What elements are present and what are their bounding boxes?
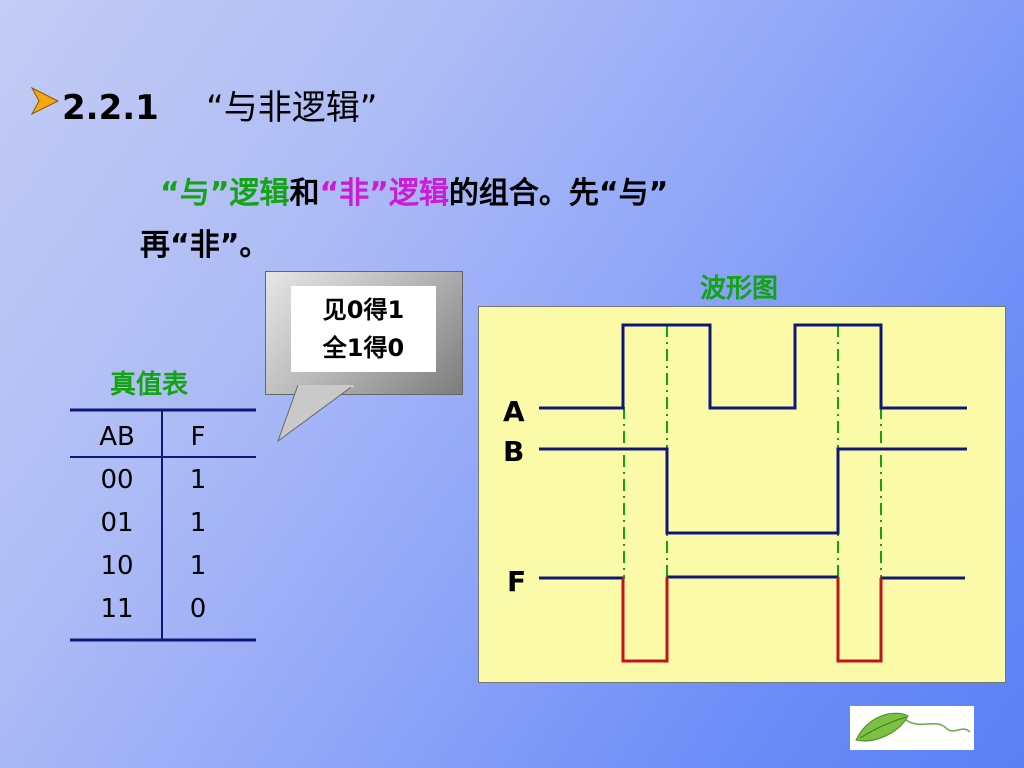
callout-pointer bbox=[276, 385, 355, 443]
row-1-ab: 01 bbox=[100, 508, 133, 538]
waveform-panel: A B F bbox=[478, 306, 1006, 683]
signal-a-waveform bbox=[539, 323, 967, 410]
row-2-ab: 10 bbox=[100, 551, 133, 581]
row-3-ab: 11 bbox=[100, 594, 133, 624]
row-3-f: 0 bbox=[190, 594, 207, 624]
table-row: 01 1 bbox=[100, 508, 206, 538]
label-b: B bbox=[503, 435, 524, 468]
callout-line-1: 见0得1 bbox=[322, 296, 405, 324]
row-2-f: 1 bbox=[190, 551, 207, 581]
table-row: 10 1 bbox=[100, 551, 206, 581]
arrow-bullet-icon bbox=[30, 86, 60, 116]
not-logic-text: “非”逻辑 bbox=[319, 176, 449, 211]
truth-table: AB F 00 1 01 1 10 1 11 0 bbox=[70, 408, 256, 642]
signal-f-low-pulse bbox=[836, 577, 883, 663]
callout-text-area: 见0得1 全1得0 bbox=[291, 286, 436, 372]
description-line-1: “与”逻辑和“非”逻辑的组合。先“与” bbox=[160, 168, 668, 212]
leaf-decoration-icon bbox=[850, 706, 974, 750]
waveform-title: 波形图 bbox=[700, 274, 779, 304]
row-0-f: 1 bbox=[190, 465, 207, 495]
description-rest-text: 的组合。先“与” bbox=[448, 176, 669, 211]
section-number: 2.2.1 bbox=[62, 88, 159, 128]
label-a: A bbox=[503, 395, 525, 428]
connector-text: 和 bbox=[289, 176, 320, 211]
header-ab: AB bbox=[99, 422, 135, 452]
row-1-f: 1 bbox=[190, 508, 207, 538]
section-title: “与非逻辑” bbox=[206, 88, 378, 128]
section-heading: 2.2.1 “与非逻辑” bbox=[62, 80, 377, 129]
signal-b-waveform bbox=[539, 447, 967, 535]
description-line-2: 再“非”。 bbox=[140, 228, 270, 263]
callout-line-2: 全1得0 bbox=[322, 334, 405, 362]
row-0-ab: 00 bbox=[100, 465, 133, 495]
table-row: 00 1 bbox=[100, 465, 206, 495]
callout-box: 见0得1 全1得0 bbox=[265, 271, 463, 395]
truth-table-title: 真值表 bbox=[110, 370, 189, 400]
table-row: 11 0 bbox=[100, 594, 206, 624]
label-f: F bbox=[507, 565, 526, 598]
header-f: F bbox=[191, 422, 206, 452]
signal-f-low-pulse bbox=[621, 577, 669, 663]
guide-lines bbox=[623, 325, 882, 579]
waveform-diagram: A B F bbox=[503, 323, 967, 663]
and-logic-text: “与”逻辑 bbox=[160, 176, 290, 211]
